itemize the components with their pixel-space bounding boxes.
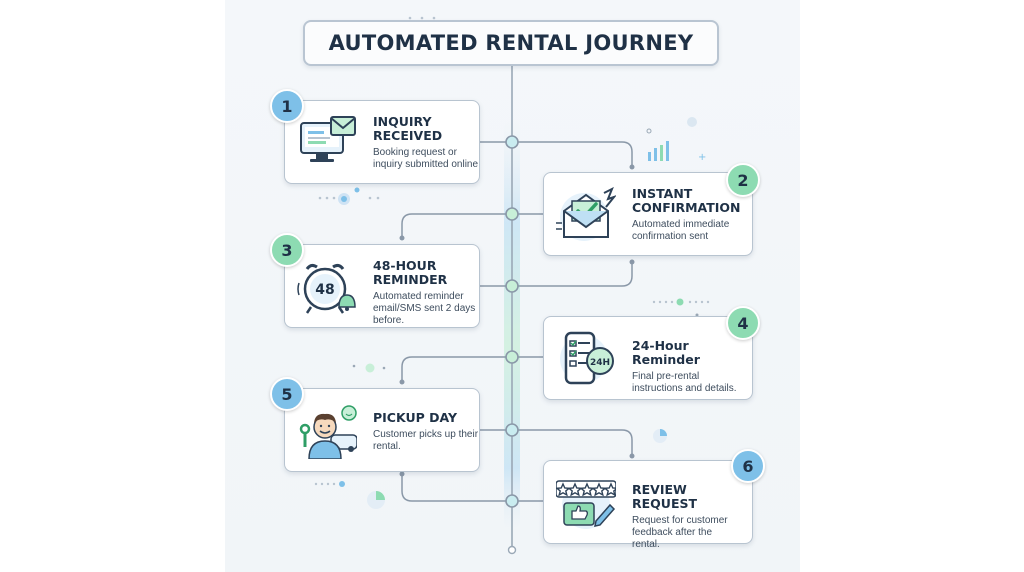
step-title: PICKUP DAY bbox=[373, 410, 458, 425]
step-badge-6: 6 bbox=[731, 449, 765, 483]
timeline-node-4 bbox=[505, 350, 519, 364]
computer-email-icon bbox=[300, 116, 356, 162]
step-title: INSTANT CONFIRMATION bbox=[632, 186, 741, 215]
title-box: AUTOMATED RENTAL JOURNEY bbox=[303, 20, 719, 66]
phone-label: 24H bbox=[590, 358, 610, 368]
step-description: Request for customer feedback after the … bbox=[632, 515, 728, 550]
step-badge-1: 1 bbox=[270, 89, 304, 123]
connector-2-top bbox=[512, 141, 633, 165]
step-card-5: PICKUP DAY Customer picks up their renta… bbox=[284, 388, 480, 472]
step-card-3: 48 48-HOUR REMINDER Automated reminder e… bbox=[284, 244, 480, 328]
alarm-clock-icon: 48 bbox=[297, 263, 356, 314]
timeline-node-5 bbox=[505, 423, 519, 437]
step-card-6: REVIEW REQUEST Request for customer feed… bbox=[543, 460, 753, 550]
step-title: INQUIRY RECEIVED bbox=[373, 114, 443, 143]
step-description: Automated reminder email/SMS sent 2 days… bbox=[373, 291, 476, 326]
arrow-dot bbox=[629, 164, 635, 170]
connector-3-top bbox=[401, 213, 512, 236]
step-badge-3: 3 bbox=[270, 233, 304, 267]
timeline-node-3 bbox=[505, 279, 519, 293]
step-description: Booking request or inquiry submitted onl… bbox=[373, 147, 479, 170]
timeline-end-dot bbox=[507, 545, 517, 555]
connector-6-top bbox=[512, 429, 633, 454]
phone-checklist-icon: 24H bbox=[560, 331, 614, 385]
step-badge-5: 5 bbox=[270, 377, 304, 411]
review-stars-icon bbox=[556, 480, 616, 529]
timeline-node-2 bbox=[505, 207, 519, 221]
arrow-dot bbox=[399, 379, 405, 385]
svg-text:+: + bbox=[698, 152, 706, 163]
decorative-dots: + bbox=[314, 16, 710, 509]
connector-2-bottom bbox=[512, 264, 633, 287]
step-title: 48-HOUR REMINDER bbox=[373, 258, 448, 287]
arrow-dot bbox=[399, 471, 405, 477]
step-card-2: INSTANT CONFIRMATION Automated immediate… bbox=[543, 172, 753, 256]
step-card-4: 24H 24-Hour Reminder Final pre-rental in… bbox=[543, 316, 753, 400]
step-badge-2: 2 bbox=[726, 163, 760, 197]
page-title: AUTOMATED RENTAL JOURNEY bbox=[328, 31, 694, 55]
envelope-check-icon bbox=[556, 187, 616, 241]
alarm-label: 48 bbox=[315, 282, 334, 298]
step-title: 24-Hour Reminder bbox=[632, 338, 700, 367]
step-card-1: INQUIRY RECEIVED Booking request or inqu… bbox=[284, 100, 480, 184]
connector-5-bottom bbox=[401, 476, 512, 502]
step-description: Final pre-rental instructions and detail… bbox=[632, 371, 737, 394]
arrow-dot bbox=[629, 259, 635, 265]
step-title: REVIEW REQUEST bbox=[632, 482, 698, 511]
step-description: Customer picks up their rental. bbox=[373, 429, 479, 452]
step-description: Automated immediate confirmation sent bbox=[632, 219, 730, 242]
arrow-dot bbox=[399, 235, 405, 241]
customer-key-icon bbox=[299, 405, 357, 459]
connector-5-top bbox=[401, 356, 512, 380]
timeline-node-1 bbox=[505, 135, 519, 149]
timeline-node-6 bbox=[505, 494, 519, 508]
step-badge-4: 4 bbox=[726, 306, 760, 340]
arrow-dot bbox=[629, 453, 635, 459]
